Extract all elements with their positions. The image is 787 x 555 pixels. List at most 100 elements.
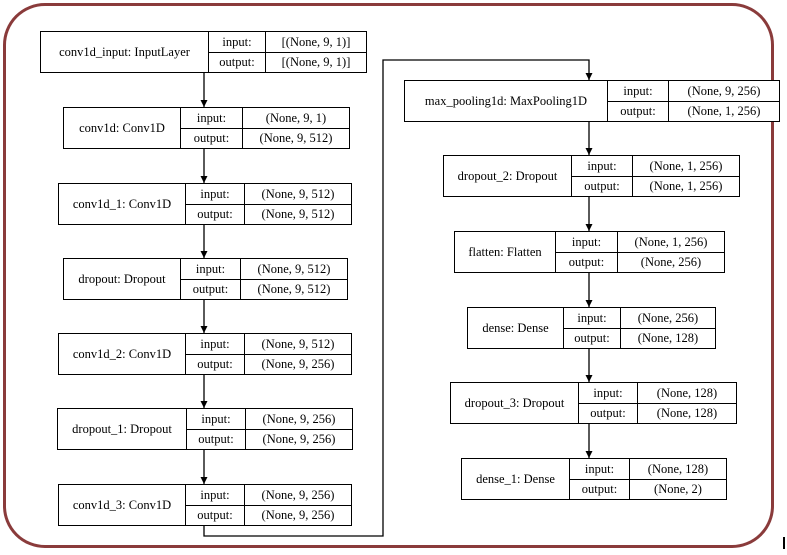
layer-name: dropout: Dropout	[64, 259, 181, 299]
input-shape-value: (None, 9, 256)	[261, 487, 335, 502]
output-label: output:	[181, 128, 243, 148]
output-shape-value: (None, 128)	[637, 331, 699, 345]
output-shape-value: (None, 256)	[640, 255, 702, 269]
input-shape-value: (None, 256)	[637, 310, 699, 325]
output-label: output:	[579, 403, 638, 423]
layer-output-row: output: (None, 9, 256)	[187, 428, 352, 449]
output-label: output:	[564, 328, 621, 348]
layer-output-row: output:(None, 9, 512)	[186, 203, 351, 224]
layer-name: flatten: Flatten	[455, 232, 556, 272]
layer-output-row: output:[(None, 9, 1)]	[209, 51, 366, 72]
layer-output-row: output: (None, 1, 256)	[608, 100, 779, 121]
layer-name: dropout_1: Dropout	[58, 409, 187, 449]
layer-input-row: input: [(None, 9, 1)]	[209, 32, 366, 52]
input-label: input:	[608, 81, 669, 101]
input-label: input:	[579, 383, 638, 403]
layer-input-row: input: (None, 128)	[579, 383, 736, 403]
layer-name: conv1d_1: Conv1D	[59, 184, 186, 224]
input-label: input:	[186, 334, 245, 354]
layer-input-row: input: (None, 9, 1)	[181, 108, 349, 128]
input-label: input:	[564, 308, 621, 328]
output-label: output:	[186, 505, 245, 525]
layer-input-row: input: (None, 9, 512)	[186, 184, 351, 204]
output-label: output:	[181, 279, 241, 299]
layer-input-row: input: (None, 1, 256)	[556, 232, 724, 252]
output-shape-value: (None, 128)	[656, 406, 718, 420]
output-shape-value: (None, 9, 256)	[262, 432, 336, 446]
output-shape-value: (None, 1, 256)	[649, 179, 723, 193]
layer-output-row: output: (None, 2)	[570, 478, 726, 499]
output-label: output:	[572, 176, 633, 196]
layer-output-row: output: (None, 9, 512)	[181, 278, 347, 299]
layer-output-row: output: (None, 128)	[579, 402, 736, 423]
input-shape-value: (None, 9, 256)	[262, 411, 336, 426]
layer-output-row: output: (None, 128)	[564, 327, 715, 348]
output-shape-value: (None, 9, 256)	[261, 508, 335, 522]
layer-name: conv1d_2: Conv1D	[59, 334, 186, 374]
layer-input-row: input: (None, 256)	[564, 308, 715, 328]
output-shape-value: (None, 9, 512)	[257, 282, 331, 296]
input-shape-value: (None, 128)	[647, 461, 709, 476]
output-label: output:	[608, 101, 669, 121]
input-shape-value: (None, 9, 256)	[687, 83, 761, 98]
layer-name: dropout_2: Dropout	[444, 156, 572, 196]
input-label: input:	[556, 232, 618, 252]
output-shape-value: (None, 9, 256)	[261, 357, 335, 371]
layer-input-row: input: (None, 9, 512)	[186, 334, 351, 354]
output-shape-value: (None, 1, 256)	[687, 104, 761, 118]
input-label: input:	[572, 156, 633, 176]
output-label: output:	[186, 354, 245, 374]
layer-output-row: output: (None, 1, 256)	[572, 175, 739, 196]
input-label: input:	[187, 409, 246, 429]
layer-input-row: input: (None, 9, 512)	[181, 259, 347, 279]
output-shape-value: (None, 9, 512)	[261, 207, 335, 221]
input-shape-value: (None, 9, 512)	[261, 336, 335, 351]
input-label: input:	[186, 485, 245, 505]
diagram-frame	[3, 3, 774, 548]
output-label: output:	[187, 429, 246, 449]
output-shape-value: (None, 9, 512)	[259, 131, 333, 145]
layer-input-row: input: (None, 9, 256)	[187, 409, 352, 429]
input-shape-value: (None, 9, 512)	[261, 186, 335, 201]
layer-input-row: input: (None, 128)	[570, 459, 726, 479]
output-shape-value: (None, 2)	[654, 482, 702, 496]
input-label: input:	[209, 32, 266, 52]
layer-name: dropout_3: Dropout	[451, 383, 579, 423]
input-shape-value: (None, 128)	[656, 385, 718, 400]
layer-input-row: input: (None, 1, 256)	[572, 156, 739, 176]
layer-name: conv1d_input: InputLayer	[41, 32, 209, 72]
output-label: output:	[209, 52, 266, 72]
edge-mark	[783, 537, 785, 549]
layer-name: dense: Dense	[468, 308, 564, 348]
layer-output-row: output: (None, 256)	[556, 251, 724, 272]
input-label: input:	[181, 108, 243, 128]
input-shape-value: (None, 1, 256)	[634, 234, 708, 249]
layer-input-row: input: (None, 9, 256)	[608, 81, 779, 101]
layer-name: conv1d: Conv1D	[64, 108, 181, 148]
input-shape-value: (None, 9, 512)	[257, 261, 331, 276]
layer-name: conv1d_3: Conv1D	[59, 485, 186, 525]
input-shape-value: [(None, 9, 1)]	[281, 34, 351, 49]
input-label: input:	[570, 459, 630, 479]
layer-name: max_pooling1d: MaxPooling1D	[405, 81, 608, 121]
output-label: output:	[570, 479, 630, 499]
layer-output-row: output: (None, 9, 512)	[181, 127, 349, 148]
input-label: input:	[186, 184, 245, 204]
input-shape-value: (None, 1, 256)	[649, 158, 723, 173]
input-label: input:	[181, 259, 241, 279]
layer-input-row: input: (None, 9, 256)	[186, 485, 351, 505]
output-label: output:	[556, 252, 618, 272]
input-shape-value: (None, 9, 1)	[265, 110, 327, 125]
